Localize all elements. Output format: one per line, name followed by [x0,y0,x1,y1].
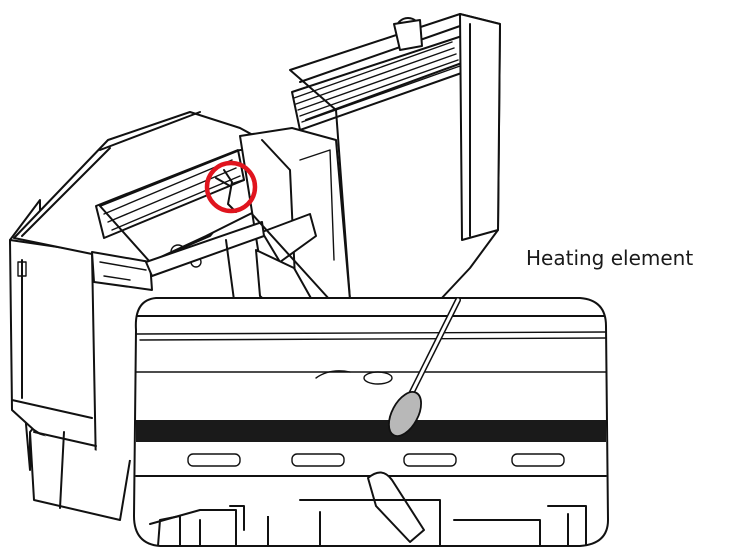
cotton-swab [388,297,461,437]
printer-cover [289,13,501,301]
heating-element [136,420,606,442]
callout-heating-element-label: Heating element [526,246,694,270]
heating-element-highlight [204,160,258,214]
zoom-lines [225,213,331,301]
zoom-detail-panel [133,297,609,547]
